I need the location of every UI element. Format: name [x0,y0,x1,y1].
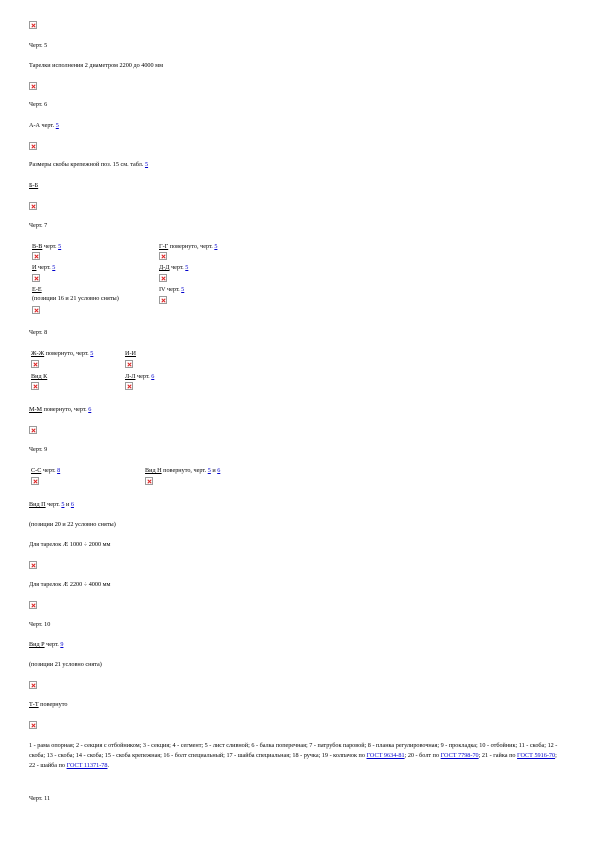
section-zhzh: Ж-Ж повернуто, черт. 5 [31,350,94,357]
section-aa: А-А черт. 5 [29,122,59,129]
section-vv: В-В черт. 5 [32,243,62,250]
broken-image-icon [159,296,167,304]
poz21-note: (позиции 21 условно снята) [29,661,102,668]
caption-fig5: Черт. 5 [29,42,48,49]
broken-image-icon [32,306,40,314]
section-aa-label: А-А [29,122,40,129]
section-ss: С-С черт. 8 [31,467,61,474]
link-fig9[interactable]: 9 [60,641,64,648]
section-dd: Д-Д черт. 5 [159,264,189,271]
broken-image-icon [29,721,37,729]
poz16-note: (позиции 16 и 21 условно сняты) [32,295,119,302]
section-gg: Г-Г повернуто, черт. 5 [159,243,218,250]
broken-image-icon [29,82,37,90]
view-k: Вид К [31,373,48,380]
link-fig6[interactable]: 6 [88,406,92,413]
broken-image-icon [32,274,40,282]
link-fig5[interactable]: 5 [52,264,56,271]
broken-image-icon [125,360,133,368]
broken-image-icon [32,252,40,260]
view-r: Вид Р черт. 9 [29,641,64,648]
broken-image-icon [29,202,37,210]
broken-image-icon [29,681,37,689]
view-p: Вид П черт. 5 и 6 [29,501,74,508]
broken-image-icon [29,561,37,569]
section-ii2: И-И [125,350,136,357]
link-fig8[interactable]: 8 [57,467,61,474]
link-fig5[interactable]: 5 [58,243,62,250]
broken-image-icon [29,21,37,29]
section-iv: IV черт. 5 [159,286,185,293]
section-mm: М-М повернуто, черт. 6 [29,406,92,413]
section-tt: Т-Т повернуто [29,701,68,708]
poz20-note: (позиции 20 и 22 условно сняты) [29,521,116,528]
link-fig5[interactable]: 5 [61,501,65,508]
caption-fig6: Черт. 6 [29,101,48,108]
link-gost-5916[interactable]: ГОСТ 5916-70 [517,752,556,759]
broken-image-icon [31,360,39,368]
broken-image-icon [125,382,133,390]
link-fig5[interactable]: 5 [90,350,94,357]
link-fig6[interactable]: 6 [70,501,74,508]
razmery-line: Размеры скобы крепежной поз. 15 см. табл… [29,161,149,168]
caption-dlya1000: Для тарелок Æ 1000 ÷ 2000 мм [29,541,111,548]
link-fig5[interactable]: 5 [55,122,59,129]
section-ii: И черт. 5 [32,264,56,271]
link-fig6[interactable]: 6 [217,467,221,474]
view-n: Вид Н повернуто, черт. 5 и 6 [145,467,221,474]
caption-fig9: Черт. 9 [29,446,48,453]
caption-dlya2200: Для тарелок Æ 2200 ÷ 4000 мм [29,581,111,588]
caption-fig7: Черт. 7 [29,222,48,229]
link-fig5[interactable]: 5 [144,161,149,168]
broken-image-icon [159,274,167,282]
caption-fig10: Черт. 10 [29,621,51,628]
link-fig5[interactable]: 5 [207,467,211,474]
broken-image-icon [159,252,167,260]
link-gost-9634[interactable]: ГОСТ 9634-81 [366,752,405,759]
link-gost-7798[interactable]: ГОСТ 7798-70 [440,752,479,759]
parts-legend: 1 - рама опорная; 2 - секция с отбойнико… [29,742,558,769]
link-gost-11371[interactable]: ГОСТ 11371-78 [66,762,108,769]
broken-image-icon [29,142,37,150]
section-ee: Е-Е [32,286,42,293]
broken-image-icon [145,477,153,485]
broken-image-icon [31,382,39,390]
caption-fig11: Черт. 11 [29,795,51,802]
broken-image-icon [29,426,37,434]
link-fig5[interactable]: 5 [185,264,189,271]
section-ll: Л-Л черт. 6 [125,373,155,380]
link-fig6[interactable]: 6 [151,373,155,380]
caption-tarelka: Тарелки исполнения 2 диаметром 2200 до 4… [29,62,163,69]
link-fig5[interactable]: 5 [181,286,185,293]
section-bb: Б-Б [29,182,39,189]
broken-image-icon [31,477,39,485]
link-fig5[interactable]: 5 [214,243,218,250]
caption-fig8: Черт. 8 [29,329,48,336]
broken-image-icon [29,601,37,609]
